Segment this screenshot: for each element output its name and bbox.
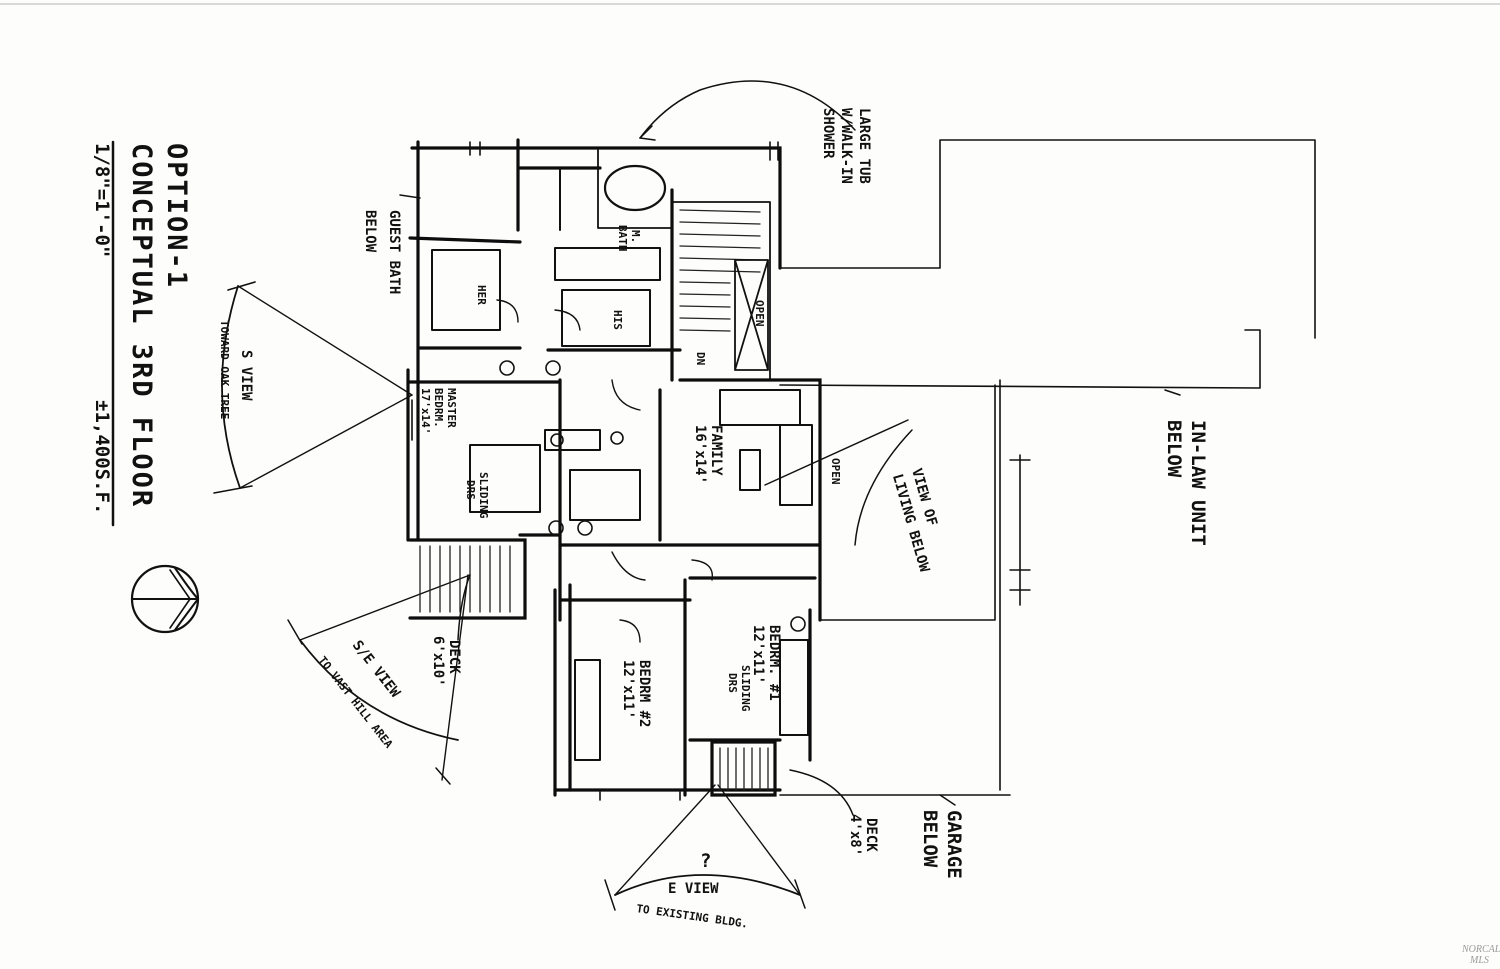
svg-text:4'x8': 4'x8' (847, 814, 863, 856)
svg-text:DECK: DECK (863, 818, 879, 852)
room-her: HER (475, 285, 488, 305)
room-dn: DN (694, 352, 707, 365)
svg-text:DRS: DRS (464, 480, 477, 500)
title-scale: 1/8"=1'-0" (91, 143, 113, 257)
svg-text:NORCAL: NORCAL (1461, 944, 1500, 955)
svg-text:M.: M. (629, 230, 642, 243)
title-area: ±1,400S.F. (91, 400, 113, 514)
svg-text:BEDRM #2: BEDRM #2 (636, 660, 652, 727)
se-view-label: S/E VIEW (349, 638, 403, 701)
svg-text:12'x11': 12'x11' (750, 625, 766, 684)
s-view-sublabel: TOWARD OAK TREE (218, 320, 231, 419)
garage-note: GARAGE BELOW (919, 810, 965, 879)
s-view-label: S VIEW (238, 350, 254, 401)
svg-text:SLIDING: SLIDING (477, 472, 490, 519)
svg-text:16'x14': 16'x14' (692, 425, 708, 484)
norcal-mls-watermark: NORCAL MLS (1461, 944, 1500, 966)
e-view-sublabel: TO EXISTING BLDG. (636, 902, 749, 931)
room-open-upper: OPEN (753, 300, 766, 327)
title-block: OPTION-1 CONCEPTUAL 3RD FLOOR 1/8"=1'-0"… (91, 140, 192, 527)
svg-text:MLS: MLS (1469, 955, 1489, 966)
svg-text:IN-LAW UNIT: IN-LAW UNIT (1187, 420, 1209, 546)
in-law-note: IN-LAW UNIT BELOW (1163, 420, 1209, 546)
room-his: HIS (611, 310, 624, 330)
sliding-doors-master: SLIDING DRS (464, 472, 490, 519)
deck-4x8-label: DECK 4'x8' (847, 814, 879, 856)
room-labels: M. BATH HER HIS OPEN DN MASTER BEDRM. 17… (419, 225, 879, 856)
svg-text:MASTER: MASTER (445, 388, 458, 428)
svg-text:DECK: DECK (446, 640, 462, 674)
title-option: OPTION-1 (161, 143, 192, 289)
s-view-arc: S VIEW TOWARD OAK TREE (213, 281, 413, 494)
guest-bath-note: GUEST BATH BELOW (362, 210, 402, 294)
leader-lines (399, 80, 1181, 816)
svg-text:DRS: DRS (726, 673, 739, 693)
svg-text:17'x14': 17'x14' (419, 388, 432, 434)
svg-text:BEDRM.: BEDRM. (432, 388, 445, 428)
svg-text:BELOW: BELOW (1163, 420, 1185, 478)
svg-text:GUEST BATH: GUEST BATH (386, 210, 402, 294)
title-conceptual: CONCEPTUAL 3RD FLOOR (126, 143, 157, 508)
floor-plan-walls (406, 138, 822, 801)
north-arrow-icon (130, 564, 200, 634)
svg-text:BATH: BATH (616, 225, 629, 252)
svg-text:BELOW: BELOW (362, 210, 378, 253)
svg-text:SHOWER: SHOWER (820, 108, 836, 159)
svg-text:W/WALK-IN: W/WALK-IN (838, 108, 854, 184)
large-tub-note: LARGE TUB W/WALK-IN SHOWER (820, 108, 872, 184)
e-view-question: ? (700, 850, 711, 872)
room-master-bedroom: MASTER BEDRM. 17'x14' (419, 388, 458, 434)
room-bedroom-1: BEDRM. #1 12'x11' (750, 625, 782, 701)
room-bedroom-2: BEDRM #2 12'x11' (620, 660, 652, 727)
room-family: FAMILY 16'x14' (692, 425, 724, 484)
svg-text:LARGE TUB: LARGE TUB (856, 108, 872, 184)
view-living-note: VIEW OF LIVING BELOW (889, 467, 940, 575)
svg-text:GARAGE: GARAGE (943, 810, 965, 879)
svg-text:FAMILY: FAMILY (708, 425, 724, 476)
sliding-doors-bedroom-1: SLIDING DRS (726, 665, 752, 712)
svg-text:12'x11': 12'x11' (620, 660, 636, 719)
e-view-label: E VIEW (668, 881, 719, 897)
svg-text:BELOW: BELOW (919, 810, 941, 868)
room-m-bath: M. BATH (616, 225, 642, 252)
svg-text:6'x10': 6'x10' (430, 636, 446, 687)
e-view-arc: ? E VIEW TO EXISTING BLDG. (604, 784, 806, 931)
lower-floor-outline (779, 139, 1316, 796)
deck-6x10-label: DECK 6'x10' (430, 636, 462, 687)
room-open-lower: OPEN (829, 458, 842, 485)
svg-text:SLIDING: SLIDING (739, 665, 752, 712)
svg-text:BEDRM. #1: BEDRM. #1 (766, 625, 782, 701)
